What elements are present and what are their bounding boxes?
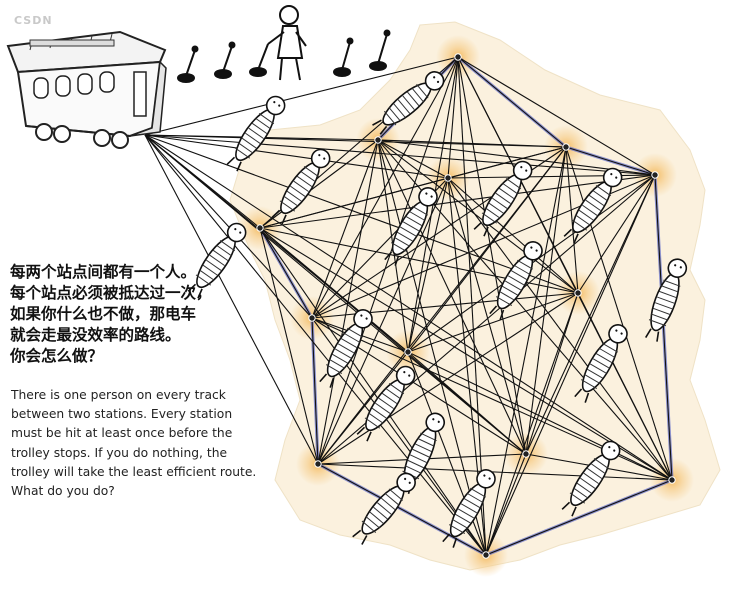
track <box>485 292 579 556</box>
station-node <box>574 289 582 297</box>
tied-person <box>384 187 438 266</box>
tied-person <box>574 324 628 403</box>
tied-person <box>561 440 621 517</box>
lever-operator <box>267 5 307 81</box>
switch-levers <box>177 29 391 83</box>
track <box>457 56 656 176</box>
track <box>259 227 673 481</box>
track <box>317 351 409 465</box>
track <box>565 146 656 176</box>
caption-cn-line: 如果你什么也不做，那电车 <box>10 305 197 323</box>
track <box>577 174 656 294</box>
track <box>259 146 567 229</box>
track <box>317 56 459 465</box>
track <box>377 139 579 294</box>
station-node <box>482 551 490 559</box>
track <box>525 292 579 455</box>
tied-person <box>489 241 543 320</box>
station-node <box>314 460 322 468</box>
track <box>317 463 673 481</box>
station-node <box>454 53 462 61</box>
track <box>525 146 567 455</box>
track <box>485 453 527 556</box>
track <box>144 134 567 148</box>
track <box>144 134 656 176</box>
track <box>447 177 673 481</box>
track <box>144 134 673 481</box>
track <box>485 174 656 556</box>
tied-person <box>442 469 496 548</box>
track <box>525 174 656 455</box>
track <box>654 174 673 481</box>
station-node <box>374 136 382 144</box>
track <box>447 56 459 179</box>
caption-english: There is one person on every track betwe… <box>11 388 257 499</box>
track <box>407 351 673 481</box>
station-node <box>522 450 530 458</box>
track <box>259 139 379 229</box>
track <box>259 227 313 319</box>
tied-person <box>226 95 286 172</box>
track <box>317 177 449 465</box>
track <box>311 139 379 319</box>
track <box>144 134 449 179</box>
caption-cn-line: 每个站点必须被抵达过一次， <box>10 284 212 302</box>
track <box>485 146 567 556</box>
track <box>407 292 579 353</box>
track <box>377 139 567 148</box>
track <box>377 139 527 455</box>
tied-person <box>644 258 688 342</box>
tied-person <box>352 472 416 545</box>
station-node <box>308 314 316 322</box>
tied-person <box>356 365 416 442</box>
tied-person <box>187 222 247 299</box>
tied-person <box>319 309 373 388</box>
track <box>144 134 313 319</box>
track <box>407 351 527 455</box>
track <box>144 134 319 465</box>
caption-cn-line: 每两个站点间都有一个人。 <box>10 263 197 281</box>
caption-chinese: 每两个站点间都有一个人。 每个站点必须被抵达过一次， 如果你什么也不做，那电车 … <box>10 262 270 367</box>
track <box>577 292 673 481</box>
tied-person <box>563 167 623 244</box>
caption-cn-line: 你会怎么做？ <box>10 347 104 365</box>
track <box>259 227 319 465</box>
track <box>311 317 319 465</box>
station-node <box>668 476 676 484</box>
track <box>144 56 459 136</box>
track <box>259 174 656 229</box>
station-node <box>651 171 659 179</box>
watermark: CSDN <box>14 14 53 27</box>
track <box>457 56 527 455</box>
caption-cn-line: 就会走最没效率的路线。 <box>10 326 181 344</box>
tied-person <box>473 160 533 237</box>
station-node <box>256 224 264 232</box>
track <box>317 463 487 556</box>
station-node <box>444 174 452 182</box>
tied-person <box>372 71 445 135</box>
trolley <box>6 30 167 149</box>
track <box>259 227 487 556</box>
track <box>377 139 487 556</box>
track <box>447 177 579 294</box>
track <box>317 292 579 465</box>
track <box>377 139 449 179</box>
station-node <box>562 143 570 151</box>
station-node <box>404 348 412 356</box>
tied-person <box>271 148 331 225</box>
track <box>485 479 673 556</box>
track <box>144 134 487 556</box>
track <box>457 56 567 148</box>
